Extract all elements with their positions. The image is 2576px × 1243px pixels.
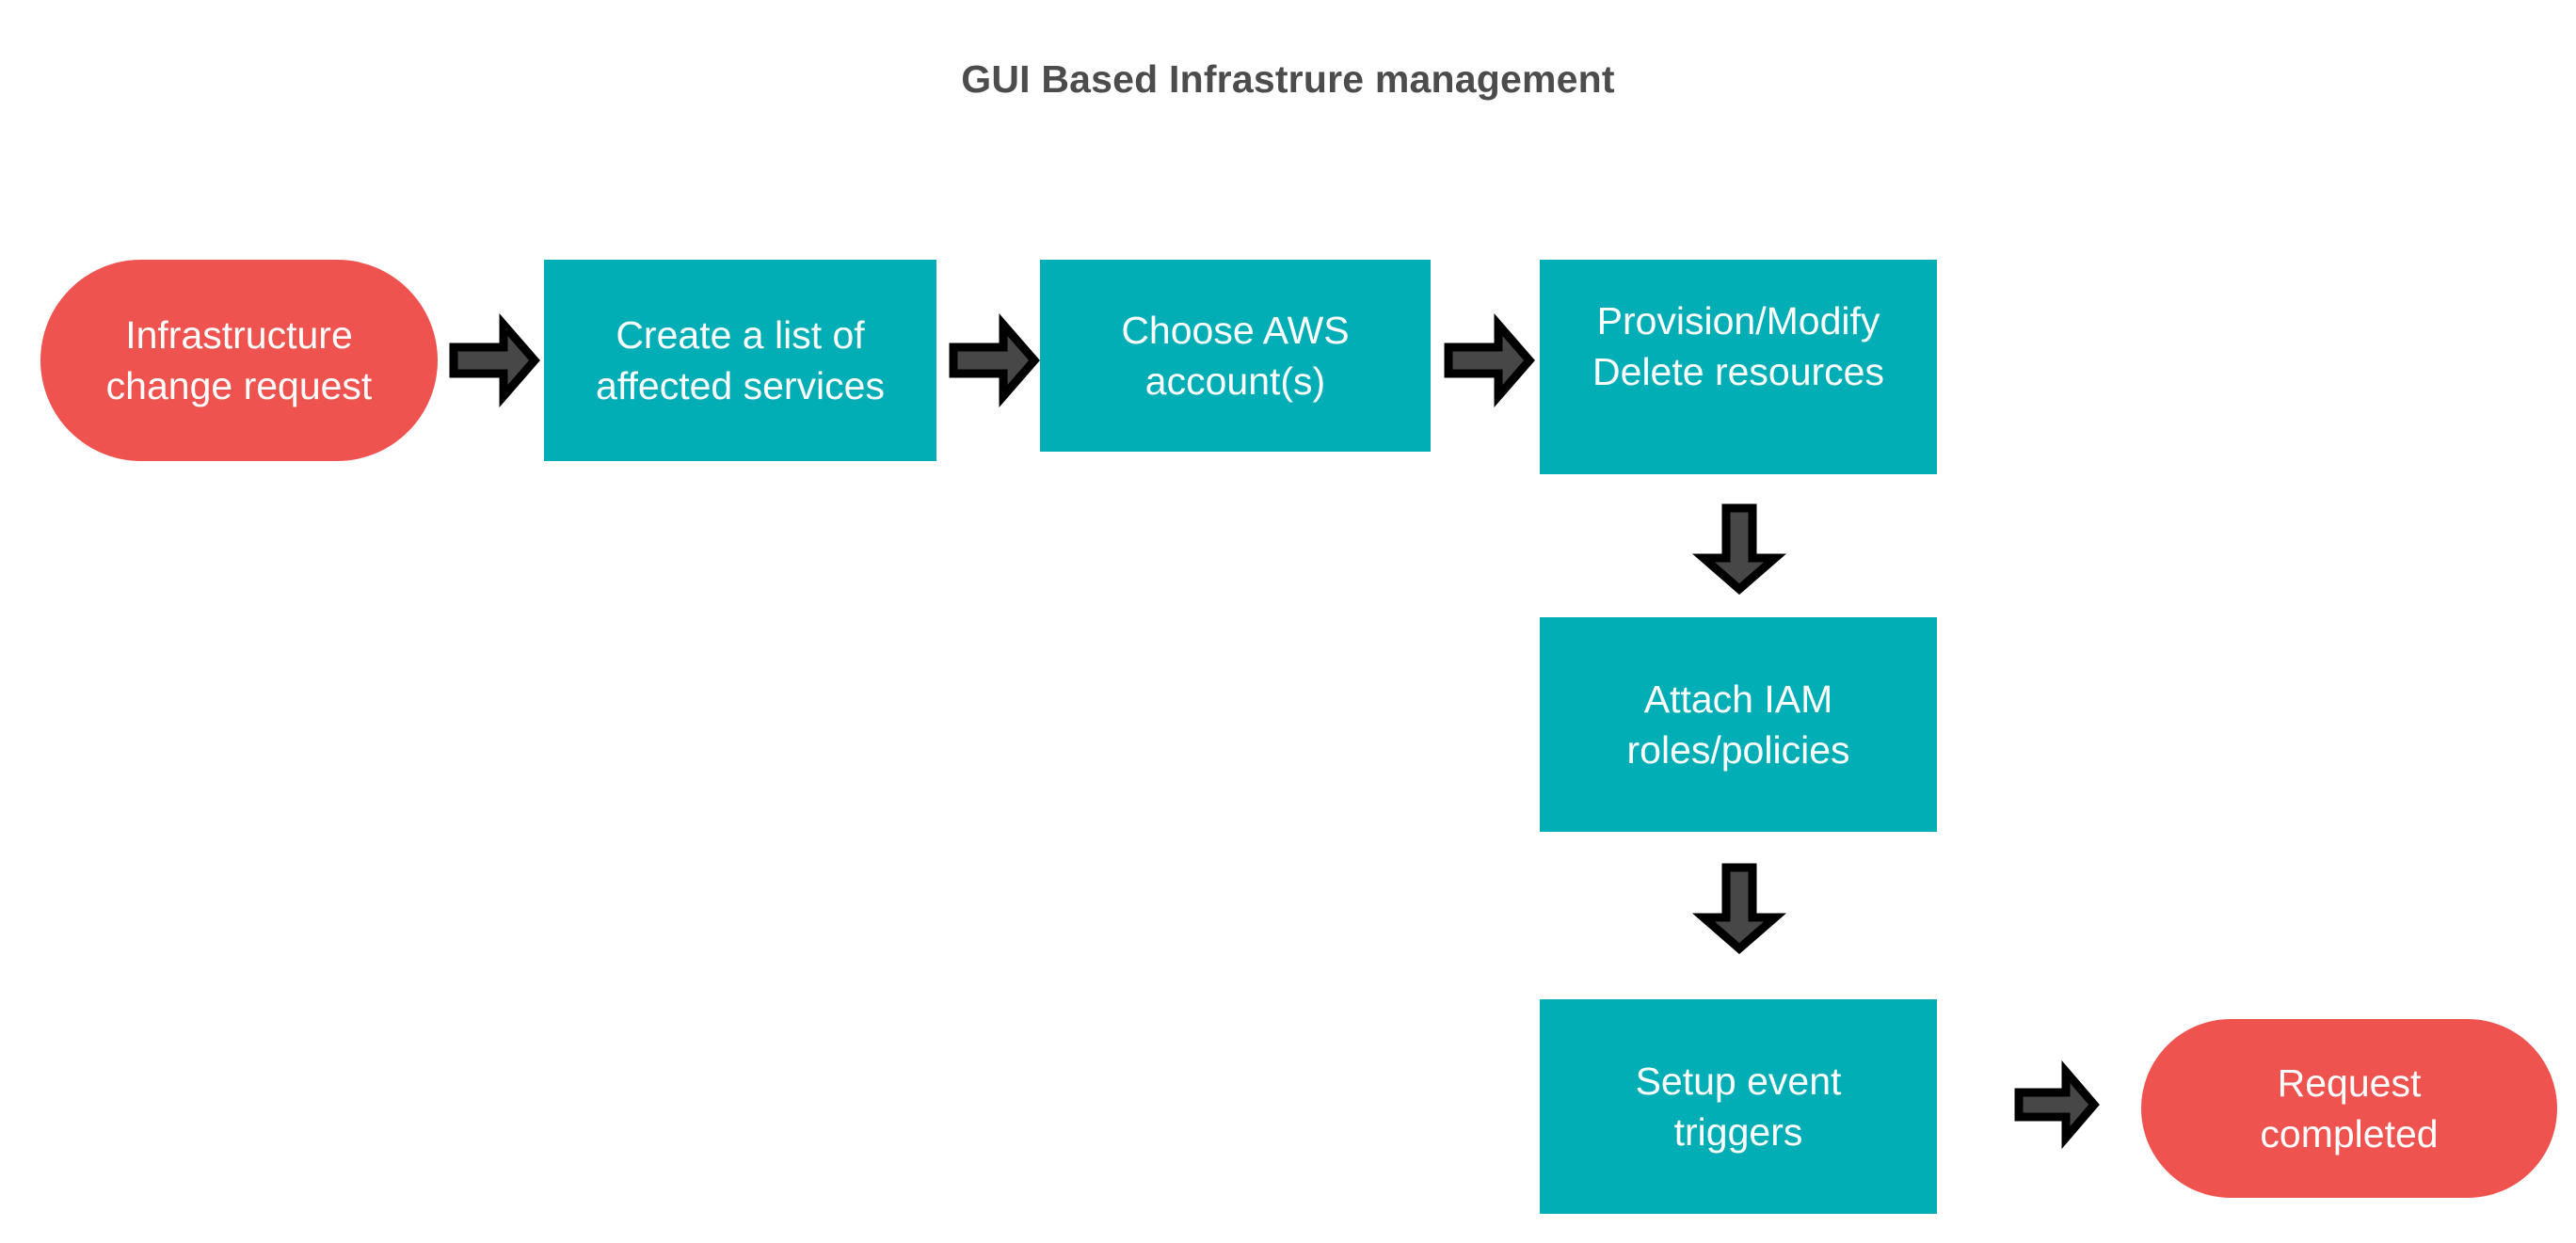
node-label-setup-event-triggers: Setup event triggers (1635, 1059, 1842, 1154)
node-label-attach-iam-roles-policies: Attach IAM roles/policies (1626, 677, 1850, 772)
arrow-right-icon-4 (2014, 1060, 2100, 1150)
node-label-create-list-affected-services: Create a list of affected services (596, 312, 885, 407)
node-label-infrastructure-change-request: Infrastructure change request (105, 312, 373, 407)
node-label-request-completed: Request completed (2260, 1060, 2439, 1155)
node-create-list-affected-services[interactable]: Create a list of affected services (544, 260, 936, 461)
arrow-right-icon-2 (949, 312, 1040, 408)
node-attach-iam-roles-policies[interactable]: Attach IAM roles/policies (1540, 617, 1937, 832)
node-infrastructure-change-request[interactable]: Infrastructure change request (40, 260, 438, 461)
arrow-down-icon-1 (1691, 503, 1787, 595)
arrow-right-icon-1 (449, 312, 540, 408)
node-request-completed[interactable]: Request completed (2141, 1019, 2557, 1198)
diagram-title: GUI Based Infrastrure management (961, 57, 1615, 101)
arrow-down-icon-2 (1691, 863, 1787, 954)
node-label-provision-modify-delete-resources: Provision/Modify Delete resources (1592, 299, 1884, 394)
node-label-choose-aws-accounts: Choose AWS account(s) (1121, 308, 1350, 403)
node-choose-aws-accounts[interactable]: Choose AWS account(s) (1040, 260, 1431, 452)
node-setup-event-triggers[interactable]: Setup event triggers (1540, 999, 1937, 1214)
node-provision-modify-delete-resources[interactable]: Provision/Modify Delete resources (1540, 260, 1937, 474)
arrow-right-icon-3 (1444, 312, 1535, 408)
